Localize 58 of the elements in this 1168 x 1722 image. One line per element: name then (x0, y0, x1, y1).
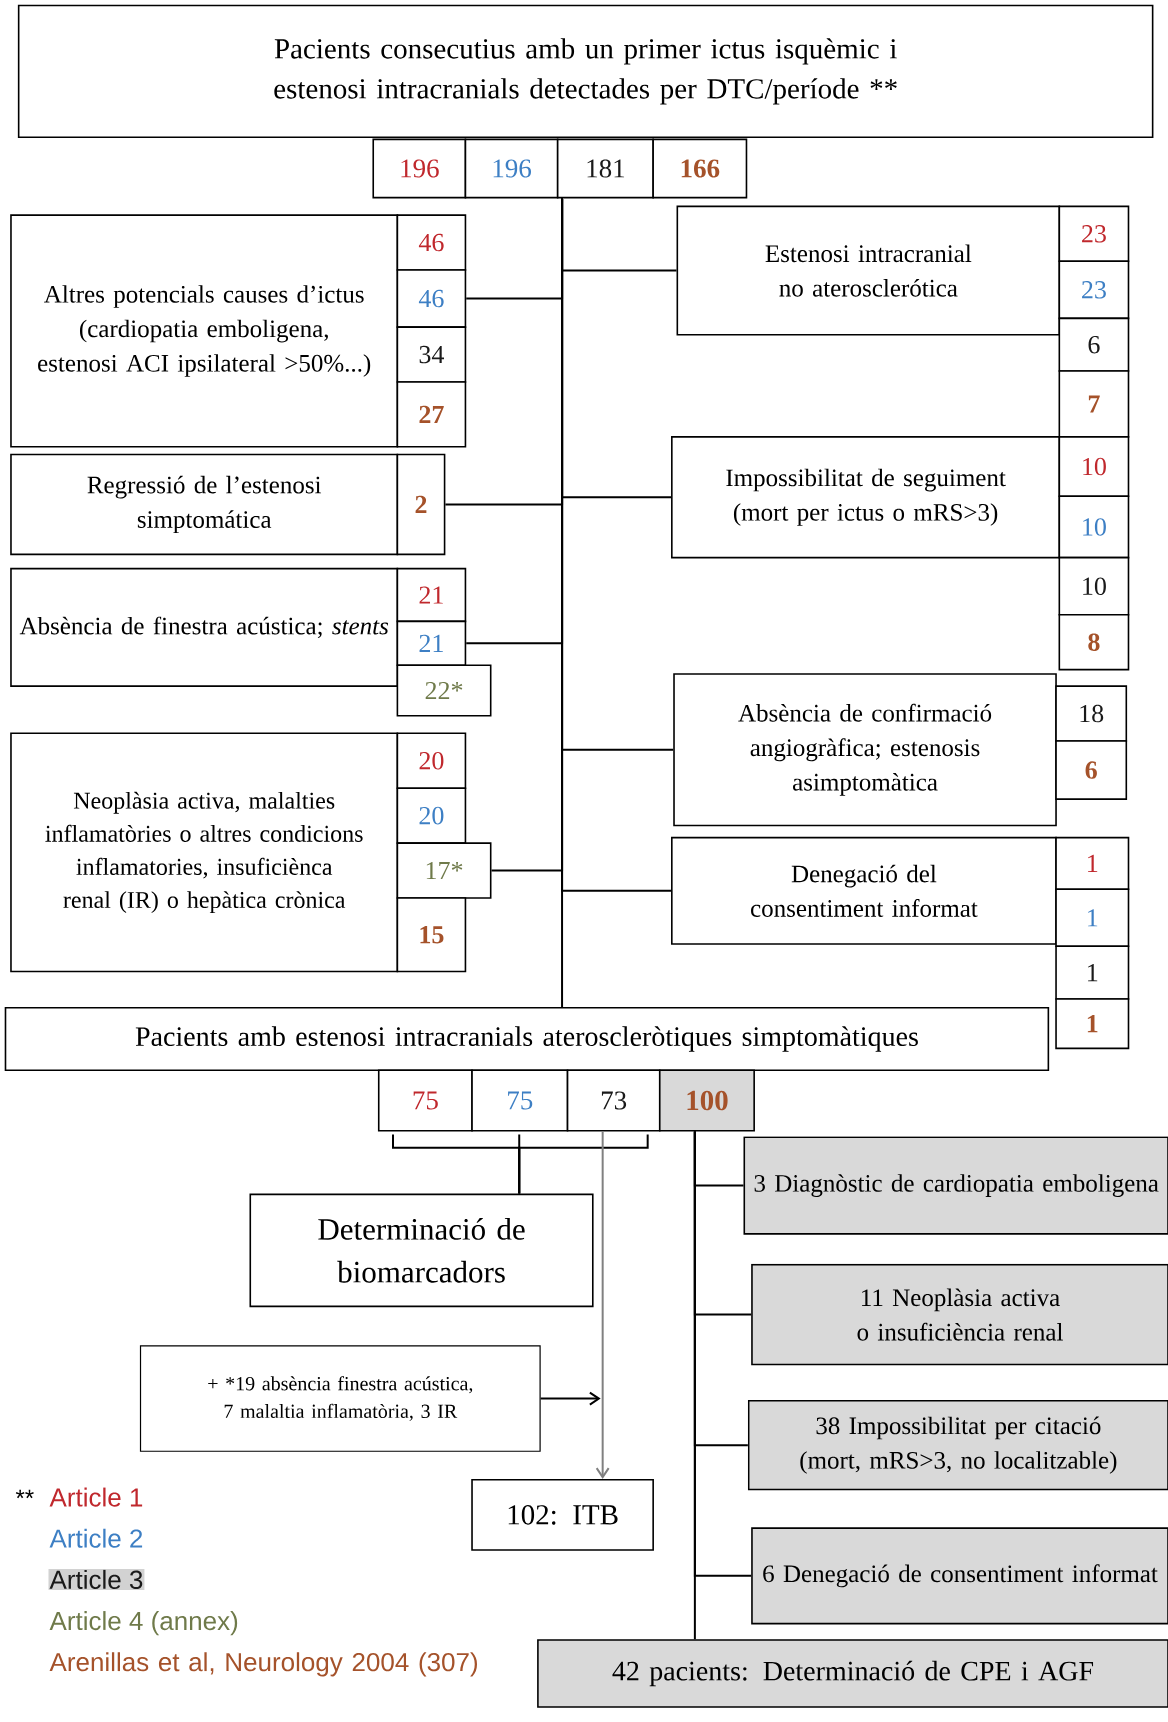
text-box: Determinació de biomarcadors (249, 1193, 594, 1308)
count-cell: 166 (652, 138, 748, 199)
count-cell: 34 (396, 326, 467, 383)
count-cell: 21 (396, 620, 467, 667)
count-cell: 75 (471, 1069, 569, 1132)
arrow (539, 1391, 601, 1406)
exclusion-box: 6 Denegació de consentiment informat (751, 1527, 1168, 1625)
count-cell: 196 (464, 138, 559, 199)
text-box: Absència de confirmació angiogràfica; estenosis asimptomàtica (673, 673, 1057, 827)
exclusion-box: 3 Diagnòstic de cardiopatia emboligena (743, 1136, 1168, 1235)
text-box: Altres potencials causes d’ictus (cardiopatia emboligena, estenosi ACI ipsilateral >50%...) (10, 214, 399, 448)
legend-entry: Article 4 (annex) (49, 1611, 238, 1636)
note-box: + *19 absència finestra acústica, 7 malaltia inflamatòria, 3 IR (139, 1345, 541, 1452)
connector-line (518, 1133, 649, 1195)
count-cell: 75 (377, 1069, 473, 1132)
count-cell: 22* (396, 664, 492, 717)
legend-marker: ** (15, 1489, 34, 1499)
count-cell: 23 (1058, 205, 1130, 263)
text-box: Absència de finestra acústica; stents (10, 567, 399, 687)
legend-entry: Article 3 (48, 1568, 145, 1590)
count-cell: 1 (1055, 836, 1130, 890)
count-cell: 10 (1058, 436, 1130, 497)
connector-line (561, 197, 672, 892)
count-cell: 6 (1058, 317, 1130, 372)
count-cell: 1 (1055, 945, 1130, 1000)
exclusion-box: 38 Impossibilitat per citació (mort, mRS>3, no localitzable) (747, 1399, 1168, 1491)
count-cell: 181 (556, 138, 654, 199)
legend-entry: Arenillas et al, Neurology 2004 (307) (49, 1652, 477, 1677)
arrow (595, 1130, 610, 1479)
connector-line (693, 1130, 696, 1641)
text-box: Estenosi intracranial no aterosclerótica (676, 205, 1061, 336)
count-cell: 1 (1055, 888, 1130, 948)
legend-entry: Article 2 (49, 1528, 143, 1548)
count-cell: 10 (1058, 556, 1130, 616)
count-cell: 2 (396, 453, 446, 556)
text-box: Neoplàsia activa, malalties inflamatòries o altres condicions inflamatories, insuficiènca renal (IR) o hepàtica crònica (10, 732, 399, 973)
count-cell: 27 (396, 381, 467, 448)
text-box: 102: ITB (471, 1479, 654, 1551)
count-cell: 73 (566, 1069, 661, 1132)
count-cell: 6 (1055, 740, 1128, 800)
count-cell: 20 (396, 787, 467, 844)
count-cell: 7 (1058, 370, 1130, 438)
count-cell: 17* (396, 842, 492, 899)
exclusion-box: 11 Neoplàsia activa o insuficiència renal (751, 1263, 1168, 1366)
count-cell: 18 (1055, 685, 1128, 742)
count-cell: 23 (1058, 260, 1130, 320)
count-cell: 10 (1058, 495, 1130, 559)
count-cell: 100 (658, 1069, 755, 1132)
count-cell: 1 (1055, 998, 1130, 1050)
count-cell: 20 (396, 732, 467, 789)
count-cell: 8 (1058, 613, 1130, 671)
count-cell: 15 (396, 897, 467, 973)
exclusion-box: 42 pacients: Determinació de CPE i AGF (537, 1639, 1168, 1708)
legend-entry: Article 1 (49, 1487, 143, 1507)
count-cell: 46 (396, 214, 467, 271)
count-cell: 21 (396, 567, 467, 623)
count-cell: 46 (396, 269, 467, 328)
count-cell: 196 (372, 138, 467, 199)
